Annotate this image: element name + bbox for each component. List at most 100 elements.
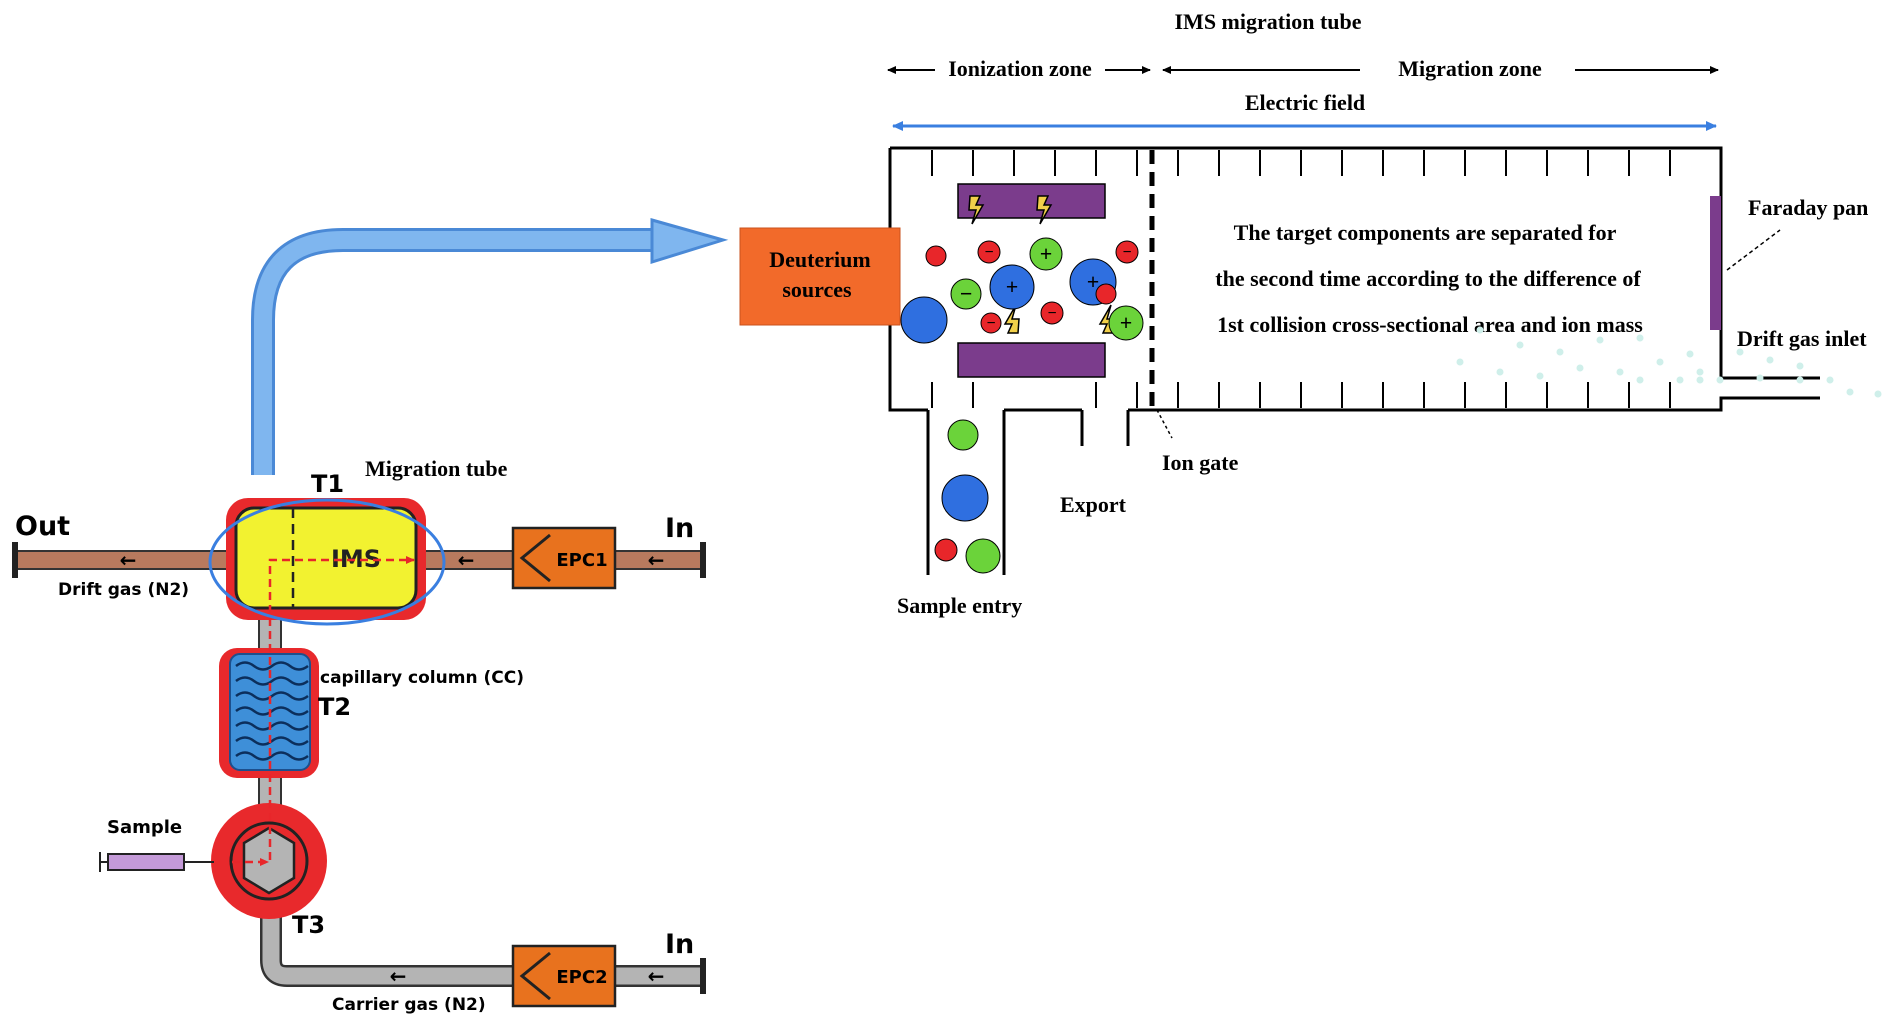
- export-label: Export: [1060, 492, 1127, 517]
- drift-gas-dot: [1756, 374, 1764, 382]
- blue-ion: +: [989, 264, 1035, 310]
- epc1-label: EPC1: [556, 550, 607, 571]
- electrode-rings: [931, 150, 1671, 408]
- negative-charge-icon: −: [986, 315, 995, 332]
- blue-ion: [900, 296, 948, 344]
- deuterium-source-line1: Deuterium: [769, 247, 870, 272]
- out-label: Out: [15, 511, 70, 542]
- ion-gate-label: Ion gate: [1162, 450, 1239, 475]
- capillary-coil: [235, 661, 309, 761]
- sample-particle-green: [947, 419, 979, 451]
- faraday-pointer: [1726, 229, 1781, 271]
- drift-gas-dot: [1616, 368, 1624, 376]
- drift-gas-dot: [1846, 388, 1854, 396]
- flow-arrow: ←: [648, 964, 665, 988]
- carrier-gas-label: Carrier gas (N2): [332, 995, 486, 1015]
- green-ion: +: [1108, 305, 1144, 341]
- sample-entry-label: Sample entry: [897, 593, 1022, 618]
- drift-gas-inlet-label: Drift gas inlet: [1737, 326, 1867, 351]
- drift-gas-dot: [1736, 348, 1744, 356]
- drift-gas-dot: [1456, 358, 1464, 366]
- upper-electrode-plate: [957, 183, 1106, 219]
- drift-gas-flow-dots: [1456, 326, 1882, 398]
- drift-gas-dot: [1826, 376, 1834, 384]
- capillary-label: capillary column (CC): [320, 668, 524, 688]
- capillary-coil-wave: [235, 691, 309, 701]
- migration-zone-label: Migration zone: [1398, 56, 1542, 81]
- drift-gas-dot: [1696, 376, 1704, 384]
- epc2-label: EPC2: [556, 967, 607, 988]
- in-bottom-label: In: [665, 929, 694, 960]
- capillary-coil-wave: [235, 751, 309, 761]
- positive-charge-icon: +: [1087, 269, 1100, 294]
- positive-charge-icon: +: [1006, 274, 1019, 299]
- spark-icon: [1003, 304, 1020, 334]
- description-line3: 1st collision cross-sectional area and i…: [1217, 312, 1643, 337]
- t1-label: T1: [311, 470, 344, 498]
- drift-gas-dot: [1874, 390, 1882, 398]
- red-ion: −: [980, 312, 1002, 334]
- sample-particle-green: [965, 538, 1001, 574]
- red-ion: −: [1040, 301, 1064, 325]
- epc1-controller: EPC1: [511, 526, 617, 590]
- flow-arrow: ←: [648, 548, 665, 572]
- drift-gas-dot: [1556, 348, 1564, 356]
- zoom-connector-arrow: [251, 218, 729, 475]
- drift-gas-dot: [1476, 326, 1484, 334]
- drift-gas-dot: [1766, 356, 1774, 364]
- ion-cloud: −+−−++−−+: [900, 237, 1144, 344]
- ionization-zone-indicator: Ionization zone: [887, 56, 1151, 81]
- red-ion: −: [1115, 240, 1139, 264]
- drift-gas-dot: [1516, 341, 1524, 349]
- red-ion: [1095, 283, 1117, 305]
- sample-syringe: [99, 852, 214, 872]
- sample-particle-red: [934, 538, 958, 562]
- description-line1: The target components are separated for: [1234, 220, 1617, 245]
- drift-gas-dot: [1496, 368, 1504, 376]
- capillary-coil-wave: [235, 736, 309, 746]
- positive-charge-icon: +: [1120, 310, 1133, 335]
- drift-gas-dot: [1686, 350, 1694, 358]
- negative-charge-icon: −: [984, 244, 993, 261]
- separation-description: The target components are separated for …: [1215, 220, 1643, 337]
- description-line2: the second time according to the differe…: [1215, 266, 1641, 291]
- drift-gas-dot: [1696, 368, 1704, 376]
- epc2-controller: EPC2: [511, 944, 617, 1008]
- drift-gas-dot: [1676, 376, 1684, 384]
- drift-gas-dot: [1796, 376, 1804, 384]
- drift-gas-dot: [1796, 362, 1804, 370]
- drift-gas-dot: [1536, 372, 1544, 380]
- t2-label: T2: [318, 693, 351, 721]
- faraday-pan-label: Faraday pan: [1748, 195, 1868, 220]
- negative-charge-icon: −: [960, 281, 973, 306]
- flow-arrow: ←: [120, 548, 137, 572]
- electric-field-label: Electric field: [1245, 90, 1365, 115]
- negative-charge-icon: −: [1047, 305, 1056, 322]
- negative-charge-icon: −: [1122, 244, 1131, 261]
- drift-gas-dot: [1636, 376, 1644, 384]
- drift-gas-dot: [1576, 364, 1584, 372]
- migration-zone-indicator: Migration zone: [1162, 56, 1719, 81]
- lower-electrode-plate: [957, 342, 1106, 378]
- red-ion: −: [977, 240, 1001, 264]
- green-ion: +: [1029, 237, 1063, 271]
- deuterium-source-line2: sources: [782, 277, 852, 302]
- capillary-coil-wave: [235, 706, 309, 716]
- drift-gas-dot: [1636, 334, 1644, 342]
- capillary-coil-wave: [235, 721, 309, 731]
- deuterium-source-box: [739, 227, 901, 326]
- tube-title: IMS migration tube: [1175, 9, 1362, 34]
- drift-gas-label: Drift gas (N2): [58, 580, 189, 600]
- migration-tube-label: Migration tube: [365, 456, 508, 481]
- flow-arrow: ←: [390, 964, 407, 988]
- spark-icon: [1036, 195, 1053, 225]
- flow-arrow: ←: [458, 548, 475, 572]
- migration-tube-highlight: [208, 498, 446, 626]
- injector-valve: [242, 826, 296, 895]
- t3-label: T3: [292, 911, 325, 939]
- faraday-pan: [1710, 196, 1721, 330]
- electric-field-indicator: Electric field: [892, 90, 1717, 131]
- positive-charge-icon: +: [1040, 241, 1053, 266]
- sample-label: Sample: [107, 817, 182, 838]
